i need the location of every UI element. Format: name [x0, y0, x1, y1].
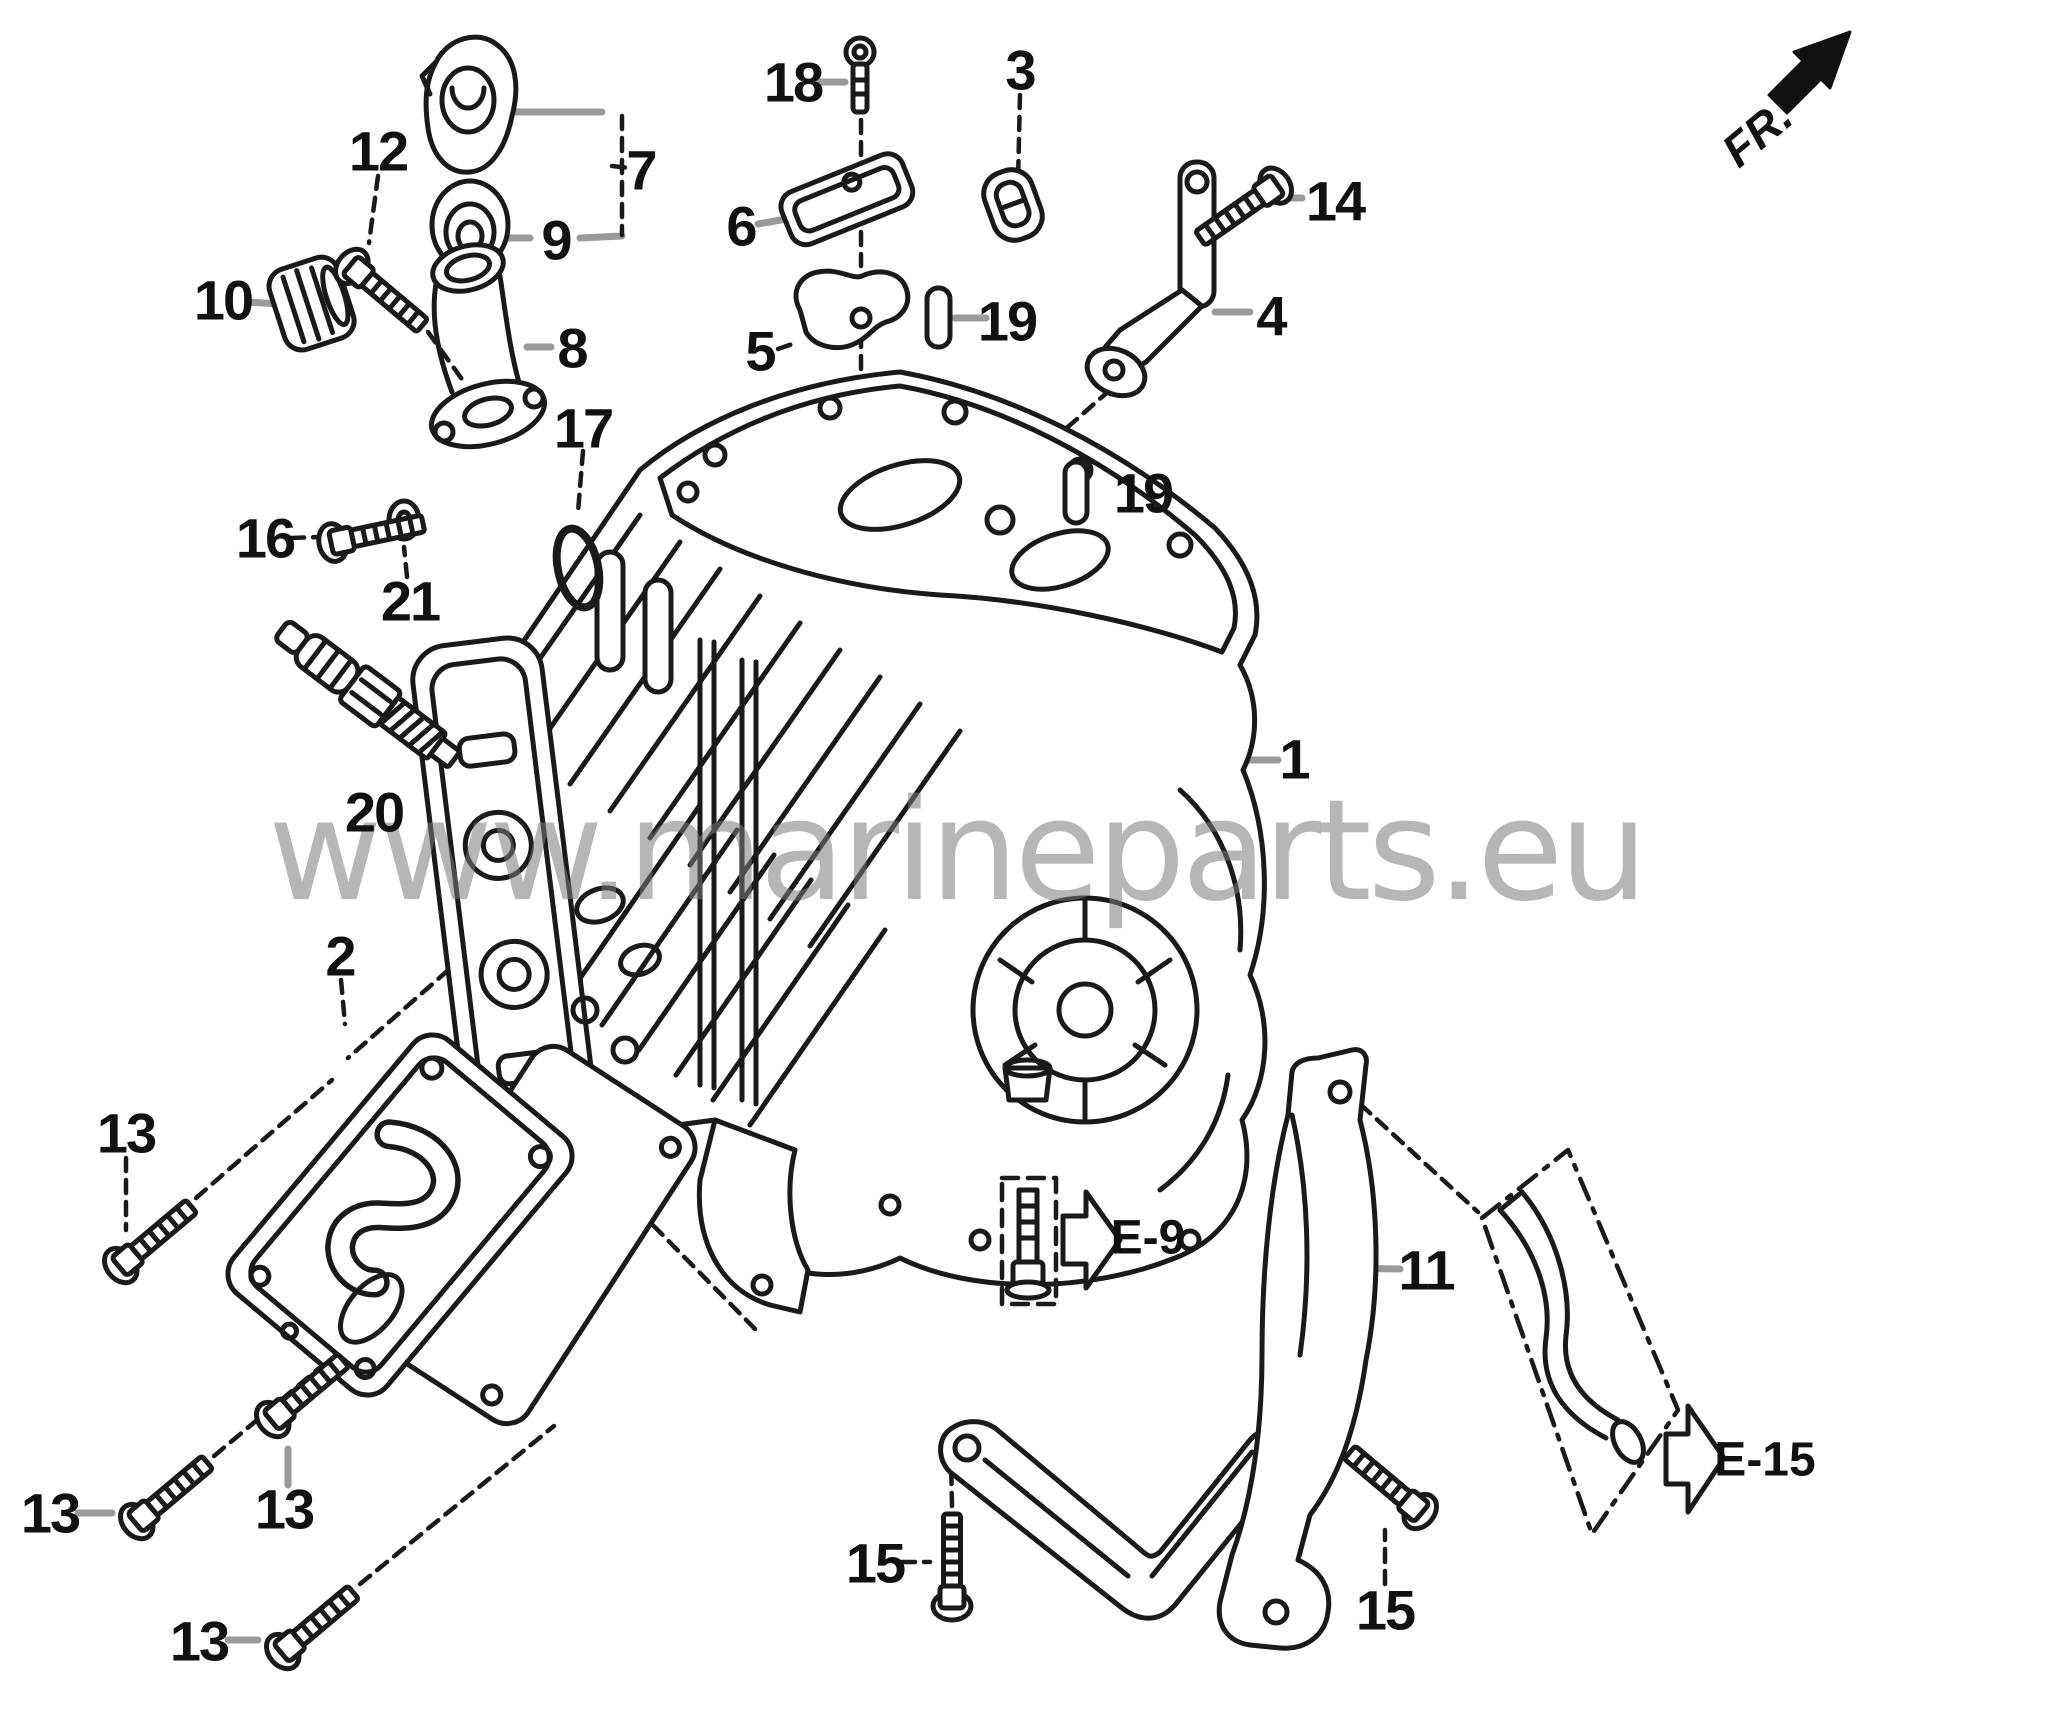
plug-cap-art: [419, 34, 519, 175]
breather-plate-art: [778, 151, 916, 248]
e9-reference-art: [999, 1175, 1123, 1307]
callout-6: 6: [726, 194, 757, 258]
bolt18-art: [843, 35, 877, 115]
callout-13-d: 13: [169, 1609, 230, 1673]
callout-7: 7: [626, 138, 657, 202]
o-ring-art: [552, 524, 604, 612]
callout-1: 1: [1279, 727, 1310, 791]
callout-8: 8: [557, 316, 588, 380]
callout-21: 21: [380, 569, 441, 633]
bracket11-art: [1216, 1047, 1379, 1651]
rocker-detail-art: [570, 885, 662, 1065]
callout-3: 3: [1005, 38, 1036, 102]
callout-5: 5: [745, 319, 776, 383]
callout-19-a: 19: [977, 289, 1038, 353]
callout-13-b: 13: [20, 1481, 81, 1545]
fr-arrow-icon: [1767, 30, 1852, 115]
reference-label-e9: E-9: [1110, 1211, 1186, 1265]
elbow-art: [428, 242, 548, 450]
grommet-art: [266, 254, 357, 353]
callout-12: 12: [348, 119, 409, 183]
collar-art: [981, 167, 1045, 243]
callout-13-a: 13: [96, 1101, 157, 1165]
callout-2: 2: [325, 924, 356, 988]
callout-13-c: 13: [254, 1477, 315, 1541]
callout-17: 17: [553, 396, 614, 460]
callout-11: 11: [1398, 1238, 1455, 1302]
callout-18: 18: [763, 50, 824, 114]
dowel-pin-art: [924, 285, 1090, 526]
bracket4-art: [1084, 159, 1217, 399]
callout-19-b: 19: [1113, 461, 1174, 525]
callout-14: 14: [1305, 169, 1366, 233]
reference-label-e15: E-15: [1714, 1433, 1816, 1487]
callout-20: 20: [344, 780, 405, 844]
callout-9: 9: [541, 208, 572, 272]
callout-15-a: 15: [845, 1531, 906, 1595]
spark-plug-art: [274, 619, 462, 769]
cover-plate-art: [225, 1032, 575, 1398]
breather-valve-art: [793, 268, 911, 350]
e15-reference-art: [1479, 1147, 1727, 1537]
callout-10: 10: [193, 268, 254, 332]
callout-15-b: 15: [1355, 1578, 1416, 1642]
callout-16: 16: [235, 506, 296, 570]
engine-block-art: [467, 369, 1268, 1315]
callout-4: 4: [1256, 284, 1287, 348]
